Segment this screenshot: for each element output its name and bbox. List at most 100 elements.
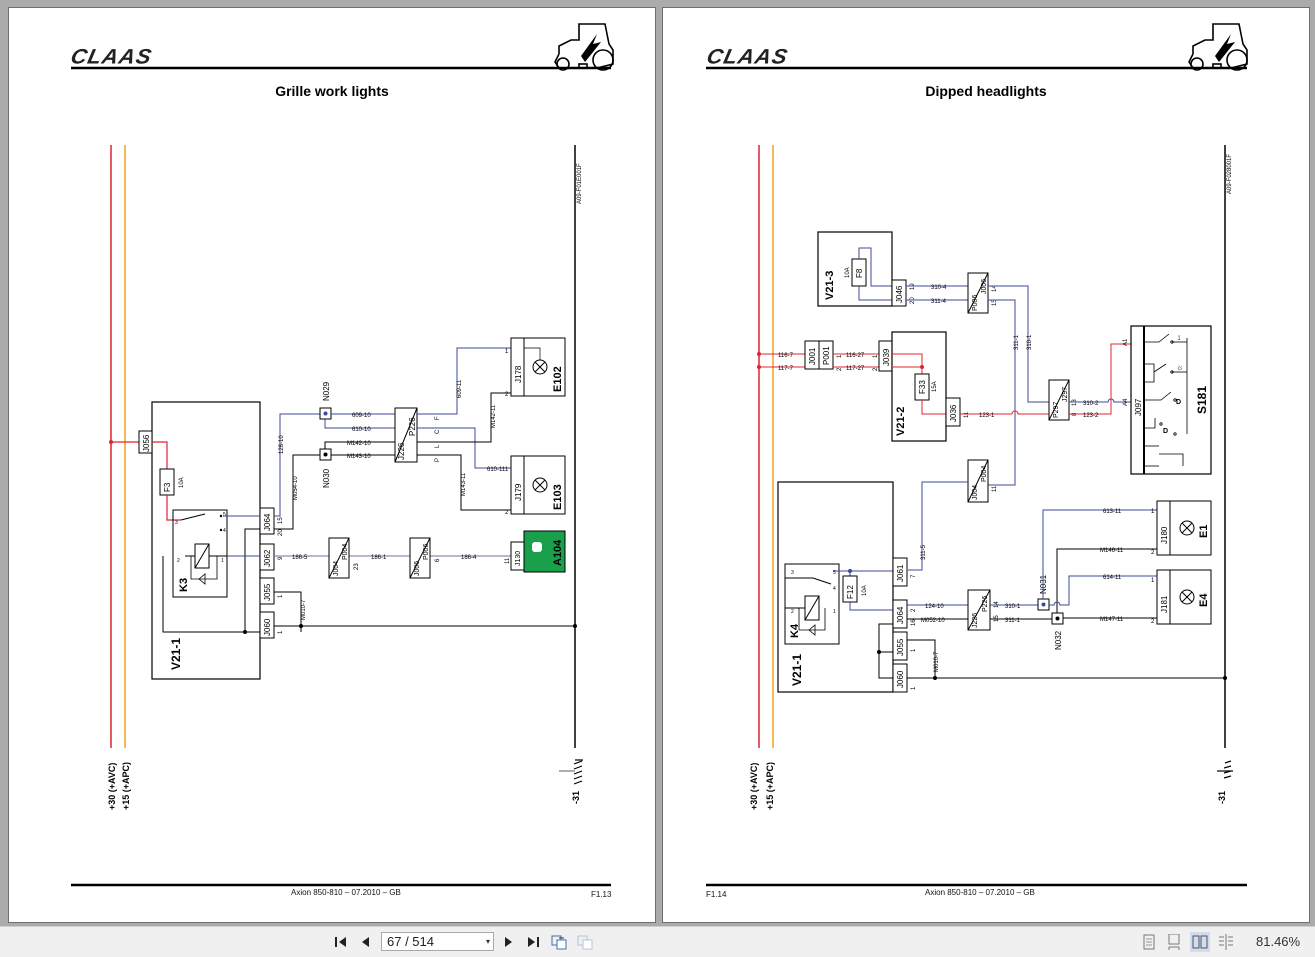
diagram-label: J006 [981, 279, 988, 294]
previous-view-button[interactable] [550, 933, 568, 951]
document-viewport[interactable]: CLAAS Grille work lights +30 (+AVC) +15 … [0, 0, 1315, 926]
relay-k4 [784, 563, 840, 645]
diagram-label: 1 [505, 467, 509, 473]
diagram-label: M010-7 [301, 599, 307, 620]
rail-plus15-label: +15 (+APC) [765, 762, 775, 810]
last-page-icon [528, 937, 539, 947]
diagram-label: P226 [982, 596, 989, 612]
diagram-label: 311-1 [1005, 618, 1021, 624]
diagram-label: J180 [1160, 526, 1169, 544]
connector-j055 [892, 631, 908, 661]
headlight-icon: D [1176, 399, 1181, 406]
diagram-label: 3 [175, 520, 178, 526]
diagram-label: V21-2 [895, 407, 907, 436]
diagram-label: 2 [505, 392, 509, 398]
diagram-label: 4 [223, 528, 226, 534]
diagram-label: 117-27 [846, 366, 865, 372]
diagram-label: 2 [873, 367, 879, 371]
next-page-icon [505, 937, 512, 947]
connector-j062 [259, 543, 275, 571]
diagram-label: 2 [791, 609, 794, 615]
diagram-label: J046 [895, 285, 904, 303]
diagram-label: F33 [918, 380, 927, 394]
lamp-e1 [1156, 500, 1212, 556]
lamp-e4 [1156, 569, 1212, 625]
diagram-label: E1 [1198, 525, 1210, 538]
view-two-page-button[interactable] [1190, 932, 1210, 952]
diagram-label: 1 [833, 609, 836, 615]
diagram-label: 2 [177, 558, 180, 564]
diagram-label: 610-10 [352, 427, 371, 433]
diagram-label: 2 [1151, 550, 1155, 556]
previous-page-button[interactable] [356, 933, 374, 951]
next-page-button[interactable] [500, 933, 518, 951]
diagram-label: P001 [822, 346, 831, 365]
previous-page-icon [362, 937, 369, 947]
continuous-page-icon [1168, 934, 1180, 950]
rail-ground-label: -31 [1217, 791, 1227, 804]
diagram-label: V21-3 [824, 271, 836, 300]
previous-view-icon [551, 935, 567, 950]
view-two-page-continuous-button[interactable] [1216, 932, 1236, 952]
two-page-continuous-icon [1219, 934, 1233, 950]
diagram-label: 3 [791, 570, 794, 576]
diagram-label: K3 [178, 578, 190, 592]
doc-code: A09-F028001F [1227, 154, 1233, 194]
diagram-label: E103 [552, 484, 564, 510]
view-single-page-button[interactable] [1139, 932, 1159, 952]
diagram-label: 186-5 [292, 555, 308, 561]
last-page-button[interactable] [524, 933, 542, 951]
diagram-label: 10A [845, 267, 851, 278]
diagram-label: J062 [263, 549, 272, 567]
diagram-label: 1 [911, 686, 917, 690]
diagram-label: A104 [552, 539, 564, 566]
diagram-label: 1 [221, 558, 224, 564]
diagram-label: M142-10 [347, 441, 371, 447]
diagram-label: 124-10 [925, 604, 944, 610]
diagram-label: J181 [1160, 595, 1169, 613]
diagram-label: N032 [1054, 630, 1063, 650]
diagram-label: F12 [846, 585, 855, 599]
lamp-icon [1179, 589, 1195, 605]
zoom-level[interactable]: 81.46% [1256, 934, 1301, 949]
diagram-label: 613-11 [1103, 509, 1122, 515]
diagram-label: C [435, 429, 441, 434]
connector-j064 [259, 507, 275, 535]
diagram-label: J004 [333, 561, 340, 576]
diagram-label: J297 [1062, 387, 1069, 402]
diagram-label: 186-1 [371, 555, 387, 561]
diagram-label: P006 [972, 295, 979, 311]
diagram-label: 15 [994, 615, 1000, 622]
diagram-label: 11 [964, 411, 970, 418]
next-view-button[interactable] [576, 933, 594, 951]
diagram-label: P226 [408, 417, 417, 436]
view-continuous-button[interactable] [1164, 932, 1184, 952]
tractor-electrical-icon [554, 23, 614, 71]
diagram-label: F8 [855, 268, 864, 278]
page-number-input[interactable]: 67 / 514 ▾ [381, 932, 494, 951]
diagram-label: 1 [1151, 578, 1155, 584]
footer-center: Axion 850-810 – 07.2010 – GB [291, 888, 401, 897]
diagram-label: S181 [1195, 386, 1209, 414]
diagram-label: J036 [949, 404, 958, 422]
diagram-label: J055 [896, 638, 905, 656]
diagram-label: 4 [833, 586, 836, 592]
diagram-label: 15 [992, 299, 998, 306]
diagram-label: 610-11 [487, 467, 506, 473]
diagram-label: 2 [505, 510, 509, 516]
rail-ground-label: -31 [571, 791, 581, 804]
two-page-icon [1192, 935, 1208, 949]
connector-j064 [892, 599, 908, 629]
footer-page-number: F1.14 [706, 890, 727, 899]
diagram-label: J039 [882, 348, 891, 366]
page-indicator: 67 / 514 [387, 934, 434, 949]
module-a104 [523, 530, 566, 573]
diagram-label: 1 [1151, 509, 1155, 515]
first-page-button[interactable] [332, 933, 350, 951]
chevron-down-icon[interactable]: ▾ [485, 937, 490, 946]
diagram-label: E4 [1198, 593, 1210, 607]
diagram-label: M143-10 [347, 454, 371, 460]
diagram-label: 14 [994, 601, 1000, 608]
diagram-label: N030 [322, 468, 331, 488]
diagram-label: E102 [552, 366, 564, 392]
